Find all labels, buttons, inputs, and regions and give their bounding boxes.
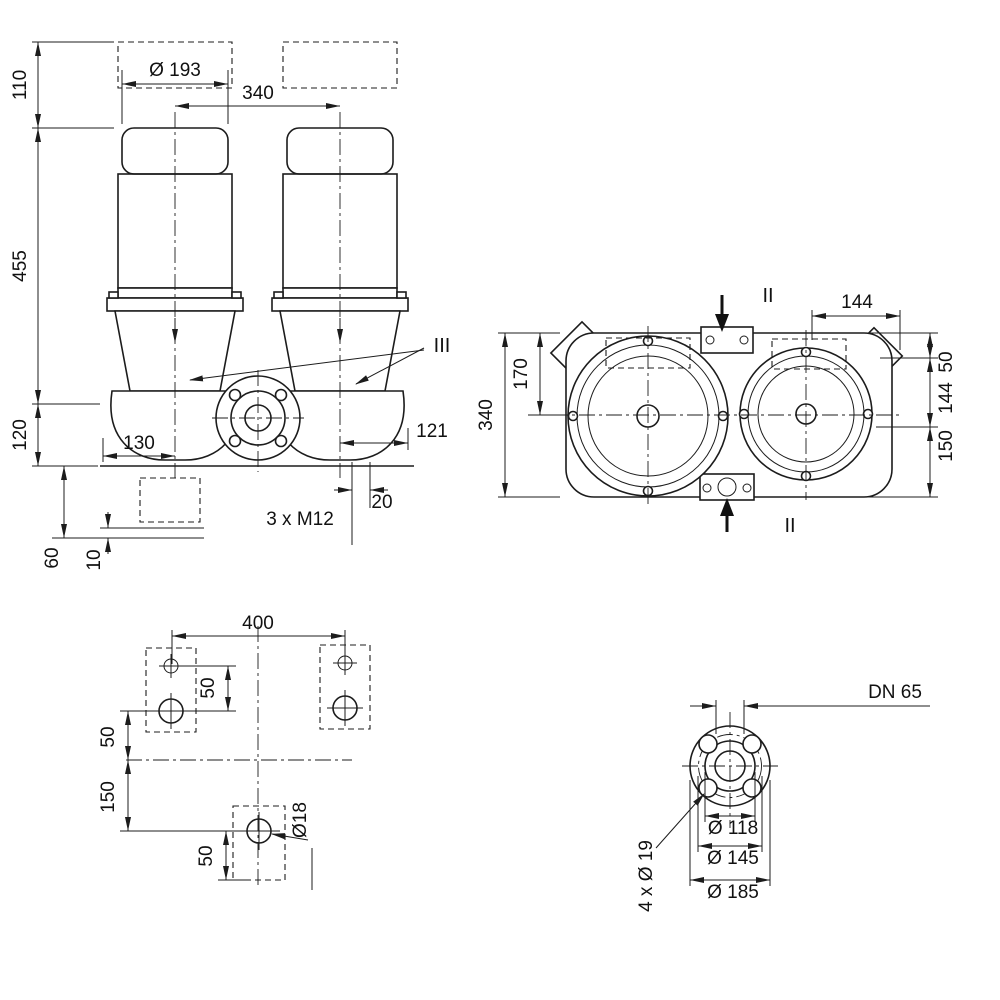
dim-plan-170: 170 bbox=[511, 358, 532, 390]
flange-bolt-hole bbox=[698, 778, 718, 798]
dim-left-130: 130 bbox=[123, 433, 155, 454]
flange-bolt-hole bbox=[274, 388, 288, 402]
motor-right bbox=[271, 112, 409, 478]
anchor-pad-right bbox=[319, 644, 371, 730]
dim-hole-diameter-18: Ø18 bbox=[290, 802, 311, 838]
dim-plan-144-right: 144 bbox=[936, 382, 957, 414]
flange-bolt-hole bbox=[228, 388, 242, 402]
dim-base-120: 120 bbox=[10, 419, 31, 451]
dim-bolt-spacing-400: 400 bbox=[242, 613, 274, 634]
front-view-dimensions: Ø 193 340 110 455 120 130 121 bbox=[10, 41, 451, 571]
motor-left bbox=[106, 112, 244, 478]
label-section-II-top: II bbox=[762, 285, 773, 307]
dim-plan-150: 150 bbox=[936, 430, 957, 462]
dim-hole-pair-50: 50 bbox=[198, 677, 219, 698]
flange-bolt-hole bbox=[698, 734, 718, 754]
anchor-holes-left bbox=[153, 654, 189, 729]
dim-center-150: 150 bbox=[98, 781, 119, 813]
plan-view-dimensions: 144 170 340 50 144 150 bbox=[476, 292, 957, 498]
dim-motor-spacing: 340 bbox=[242, 83, 274, 104]
dim-depth-60: 60 bbox=[42, 547, 63, 568]
clearance-box-right bbox=[282, 41, 398, 89]
dim-nominal-dn65: DN 65 bbox=[868, 682, 922, 703]
flange-bolt-hole bbox=[228, 434, 242, 448]
dim-clearance-110: 110 bbox=[10, 70, 31, 100]
section-arrow-bottom: II bbox=[720, 498, 796, 537]
foundation-dimensions: 50 50 150 50 Ø18 bbox=[98, 665, 313, 890]
dim-right-121: 121 bbox=[416, 421, 448, 442]
front-view: Ø 193 340 110 455 120 130 121 bbox=[10, 41, 451, 571]
dim-outer-185: Ø 185 bbox=[707, 882, 759, 903]
suction-flange bbox=[212, 370, 304, 472]
anchor-holes-right bbox=[327, 651, 363, 726]
flange-bolt-hole bbox=[742, 734, 762, 754]
dim-depth-10: 10 bbox=[84, 549, 105, 570]
dim-plan-144-top: 144 bbox=[841, 292, 873, 313]
dim-plan-50: 50 bbox=[936, 351, 957, 372]
flange-dimensions: DN 65 Ø 118 Ø 145 Ø 185 4 x Ø 19 bbox=[636, 682, 930, 912]
plan-view: II II 144 170 340 bbox=[476, 285, 957, 537]
anchor-pad-bottom bbox=[232, 805, 286, 881]
label-marker-III: III bbox=[434, 335, 451, 357]
clearance-box-plan-right bbox=[771, 338, 847, 370]
dim-center-50: 50 bbox=[98, 726, 119, 747]
dim-plan-340: 340 bbox=[476, 399, 497, 431]
foundation-pocket-box bbox=[139, 477, 201, 523]
dim-face-118: Ø 118 bbox=[708, 818, 758, 839]
dim-motor-diameter: Ø 193 bbox=[149, 60, 201, 81]
label-tapping-3xM12: 3 x M12 bbox=[266, 509, 334, 530]
discharge-flange-top bbox=[700, 326, 754, 354]
label-section-II-bottom: II bbox=[784, 515, 795, 537]
dim-bottom-50: 50 bbox=[196, 845, 217, 866]
section-arrow-top: II bbox=[715, 285, 774, 332]
dim-port-20: 20 bbox=[371, 492, 392, 513]
anchor-pad-left bbox=[145, 647, 197, 733]
flange-view: DN 65 Ø 118 Ø 145 Ø 185 4 x Ø 19 bbox=[636, 682, 930, 912]
flange-bolt-hole bbox=[274, 434, 288, 448]
foundation-view: 400 50 bbox=[98, 613, 371, 890]
dim-bolt-circle-145: Ø 145 bbox=[707, 848, 759, 869]
dim-height-455: 455 bbox=[10, 250, 31, 282]
flange-bolt-hole bbox=[742, 778, 762, 798]
dim-bolt-holes-4x19: 4 x Ø 19 bbox=[636, 840, 657, 912]
